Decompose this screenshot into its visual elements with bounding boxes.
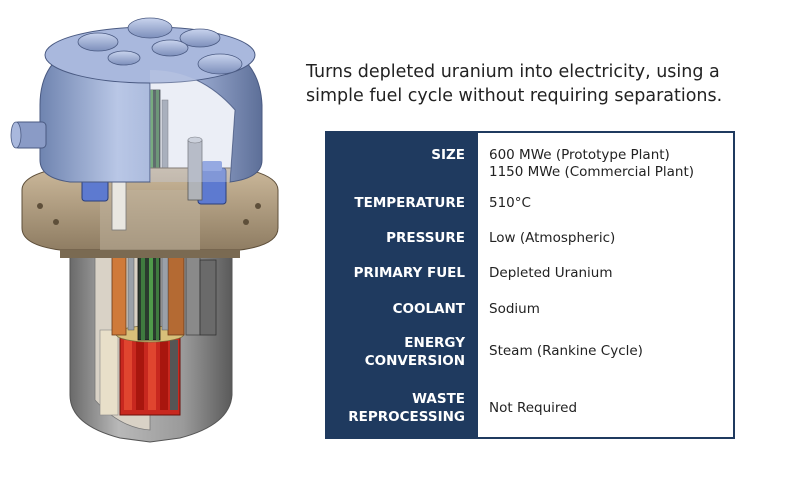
spec-label-primary-fuel: PRIMARY FUEL [353,265,465,281]
dome-nozzle-3 [179,28,221,48]
dome-nozzle-6 [197,53,243,75]
dome-nozzle-1 [77,32,119,52]
spec-value-waste-reprocessing: Not Required [489,400,578,416]
spec-label-coolant: COOLANT [392,301,465,317]
spec-label-energy: ENERGY [404,335,465,351]
spec-label-reprocessing: REPROCESSING [348,409,465,425]
spec-label-pressure: PRESSURE [386,230,465,246]
dome-nozzle-5 [151,39,189,57]
dome-nozzle-4 [107,50,141,66]
headline-line-1: Turns depleted uranium into electricity,… [306,62,720,82]
label-column [327,133,478,437]
specifications-table: SIZE 600 MWe (Prototype Plant) 1150 MWe … [325,131,735,439]
spec-label-size: SIZE [431,147,465,163]
dome-nozzle-2 [127,17,173,39]
headline-line-2: simple fuel cycle without requiring sepa… [306,86,723,106]
spec-label-waste: WASTE [412,391,465,407]
spec-value-energy-conversion: Steam (Rankine Cycle) [489,343,643,359]
spec-value-primary-fuel: Depleted Uranium [489,265,613,281]
spec-value-temperature: 510°C [489,195,531,211]
spec-value-size-1: 600 MWe (Prototype Plant) [489,147,670,163]
spec-label-temperature: TEMPERATURE [354,195,465,211]
reactor-cutaway-illustration [10,17,279,443]
spec-value-coolant: Sodium [489,301,540,317]
spec-value-pressure: Low (Atmospheric) [489,230,616,246]
headline: Turns depleted uranium into electricity,… [306,60,786,108]
spec-label-conversion: CONVERSION [364,353,465,369]
spec-value-size-2: 1150 MWe (Commercial Plant) [489,164,695,180]
